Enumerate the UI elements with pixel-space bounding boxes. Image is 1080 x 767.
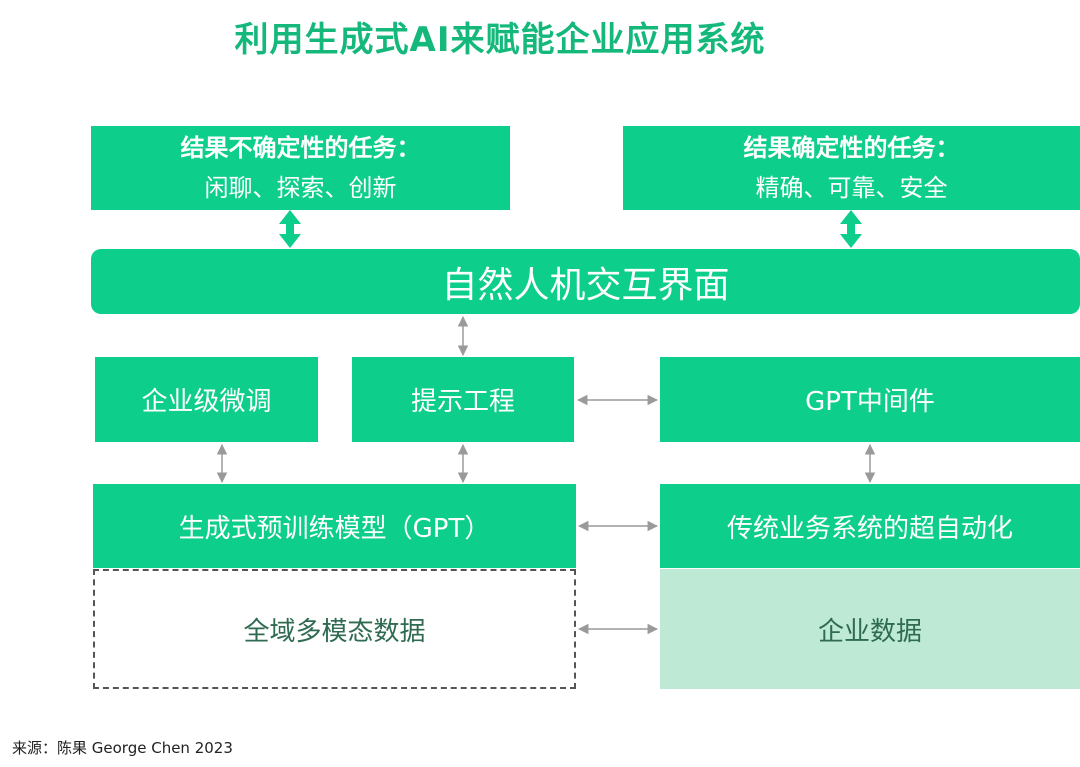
hyperautomation-label: 传统业务系统的超自动化	[726, 513, 1013, 544]
gpt-model-box: 生成式预训练模型（GPT）	[93, 484, 576, 568]
multimodal-data-label: 全域多模态数据	[243, 616, 426, 647]
double-arrow-icon-left	[279, 210, 301, 248]
enterprise-data-box: 企业数据	[660, 569, 1080, 689]
hyperautomation-box: 传统业务系统的超自动化	[660, 484, 1080, 568]
page-title: 利用生成式AI来赋能企业应用系统	[234, 20, 766, 60]
multimodal-data-box: 全域多模态数据	[93, 569, 576, 689]
uncertain-tasks-items: 闲聊、探索、创新	[204, 174, 397, 202]
enterprise-finetune-box: 企业级微调	[95, 357, 318, 442]
prompt-engineering-label: 提示工程	[410, 387, 515, 417]
double-arrow-icon-right	[840, 210, 862, 248]
enterprise-data-label: 企业数据	[817, 616, 922, 647]
certain-tasks-box: 结果确定性的任务： 精确、可靠、安全	[623, 126, 1080, 210]
gpt-middleware-box: GPT中间件	[660, 357, 1080, 442]
enterprise-finetune-label: 企业级微调	[141, 387, 272, 417]
source-note: 来源：陈果 George Chen 2023	[12, 739, 233, 757]
uncertain-tasks-box: 结果不确定性的任务： 闲聊、探索、创新	[91, 126, 510, 210]
uncertain-tasks-title: 结果不确定性的任务：	[180, 134, 421, 162]
natural-interaction-box: 自然人机交互界面	[91, 249, 1080, 314]
gpt-model-label: 生成式预训练模型（GPT）	[178, 513, 491, 544]
certain-tasks-items: 精确、可靠、安全	[755, 174, 948, 202]
certain-tasks-title: 结果确定性的任务：	[743, 134, 960, 162]
gpt-middleware-label: GPT中间件	[805, 387, 935, 417]
natural-interaction-label: 自然人机交互界面	[441, 264, 730, 306]
prompt-engineering-box: 提示工程	[352, 357, 574, 442]
